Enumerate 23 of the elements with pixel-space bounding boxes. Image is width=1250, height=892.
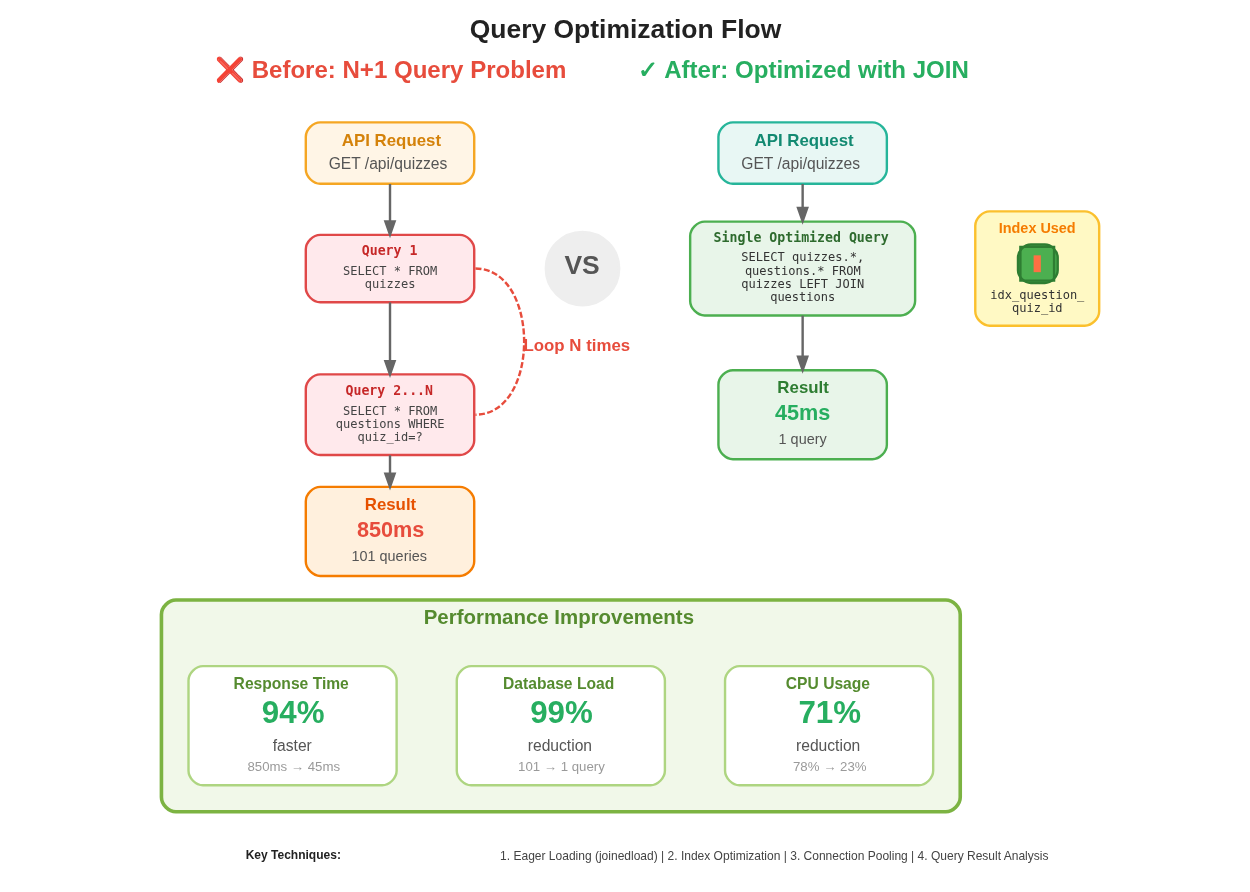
node-box: Response Time 94% faster 850ms → 45ms <box>186 664 398 787</box>
arrow <box>383 302 396 379</box>
arrow <box>383 184 396 239</box>
node-box: API Request GET /api/quizzes <box>716 121 888 185</box>
label: ❌ Before: N+1 Query Problem <box>214 55 566 83</box>
diagram-title: Query Optimization Flow <box>469 13 781 44</box>
node-box: Result 45ms 1 query <box>716 369 888 461</box>
node-box: API Request GET /api/quizzes <box>304 121 475 185</box>
node-box: Result 850ms 101 queries <box>304 485 475 578</box>
node-box: Query 1 SELECT * FROM quizzes <box>304 233 475 304</box>
arrow <box>383 455 396 491</box>
node-box: CPU Usage 71% reduction 78% → 23% <box>723 664 934 787</box>
node-box: Single Optimized Query SELECT quizzes.*, questions.* FROM quizzes LEFT JOIN questions <box>688 220 916 317</box>
label: Key Techniques: <box>245 848 341 863</box>
arrow <box>795 184 809 225</box>
node-box: Query 2...N SELECT * FROM questions WHERE quiz_id=? <box>304 373 475 457</box>
label: ✓ After: Optimized with JOIN <box>637 55 969 83</box>
node-box: Index Used idx_question_quiz_id <box>973 210 1100 327</box>
node-box: Database Load 99% reduction 101 → 1 query <box>455 664 666 787</box>
arrow <box>795 315 809 374</box>
connector <box>474 267 525 416</box>
edge-label: Loop N times <box>523 336 630 356</box>
label: 1. Eager Loading (joinedload) | 2. Index Optimization | 3. Connection Pooling | 4. Query Result Analysis <box>499 849 1048 864</box>
